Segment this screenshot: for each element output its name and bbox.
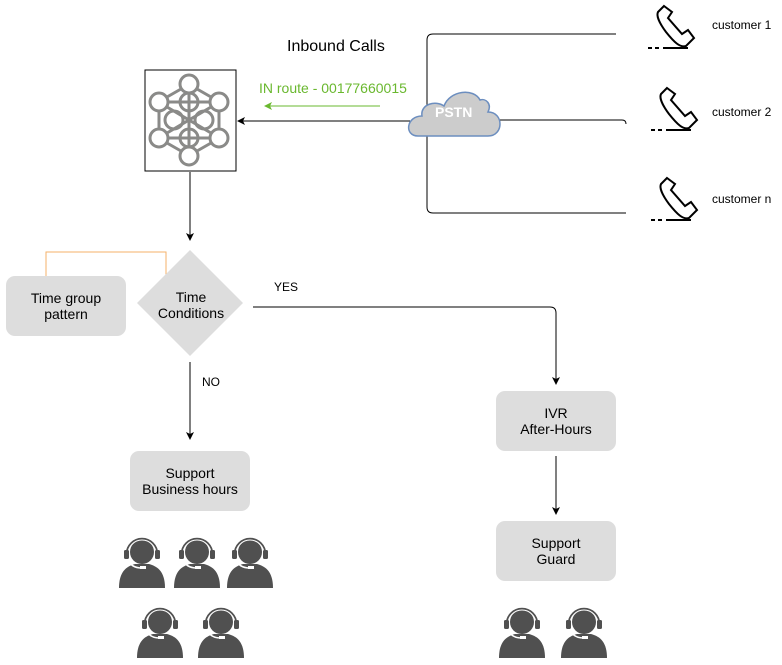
- agent-icon: [559, 607, 609, 660]
- phone-icon-customer-n: [650, 177, 698, 221]
- node-line: Guard: [536, 551, 576, 567]
- route-label: IN route - 00177660015: [259, 80, 407, 96]
- agent-icon: [497, 607, 547, 660]
- node-line: Time group: [30, 290, 102, 306]
- no-label: NO: [202, 375, 220, 389]
- node-line: After-Hours: [520, 421, 592, 437]
- time-conditions-diamond: [137, 250, 243, 356]
- agent-icon: [117, 537, 167, 590]
- time-group-link: [45, 251, 167, 276]
- yes-arrow: [253, 306, 560, 385]
- node-line: pattern: [44, 306, 88, 322]
- diagram-title: Inbound Calls: [287, 38, 385, 55]
- node-line: Support: [531, 535, 581, 551]
- node-line: Conditions: [157, 305, 225, 321]
- pstn-cloud-icon: [408, 91, 501, 137]
- customer-n-label: customer n: [712, 192, 772, 206]
- node-line: Time: [175, 289, 207, 305]
- yes-label: YES: [274, 280, 299, 294]
- node-line: Business hours: [142, 481, 238, 497]
- customer-2-line: [498, 119, 627, 125]
- time-conditions-label[interactable]: Time Conditions: [141, 289, 241, 321]
- phone-icon-customer-2: [650, 87, 698, 131]
- pstn-label: PSTN: [435, 104, 473, 120]
- agent-icon: [196, 607, 246, 660]
- phone-icon-customer-1: [647, 5, 695, 49]
- agent-icon: [172, 537, 222, 590]
- node-line: IVR: [544, 405, 568, 421]
- node-line: Support: [165, 465, 215, 481]
- agent-icon: [225, 537, 275, 590]
- pbx-network-icon: [148, 73, 230, 167]
- customer-1-label: customer 1: [712, 18, 772, 32]
- agent-icon: [135, 607, 185, 660]
- customer-2-label: customer 2: [712, 105, 772, 119]
